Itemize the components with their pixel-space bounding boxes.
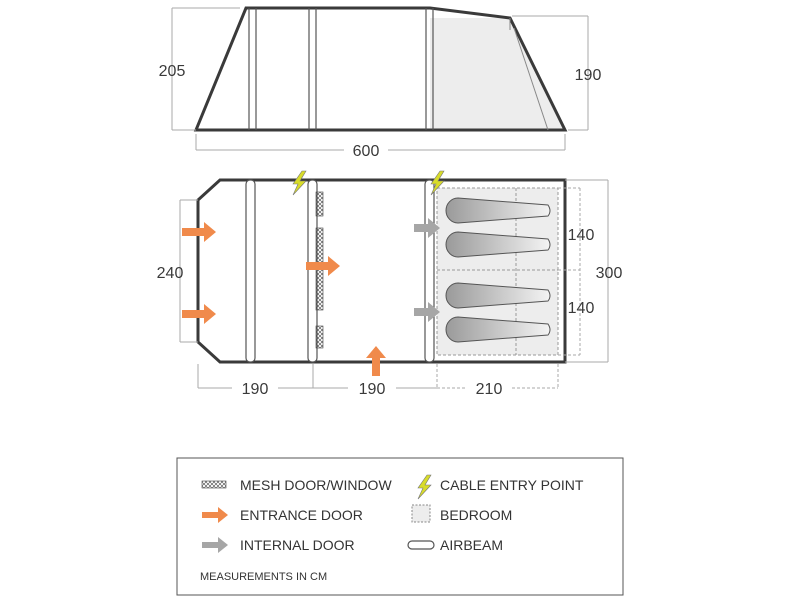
lightning-bolt-icon: [417, 474, 432, 500]
airbeam: [424, 179, 435, 363]
mesh-icon: [201, 480, 227, 489]
lightning-bolt-icon: [292, 170, 307, 196]
sleeping-bags: [445, 197, 551, 343]
bedroom-icon: [411, 504, 431, 523]
legend-box: [176, 457, 624, 596]
dim-segment-middle: 190: [359, 381, 386, 398]
internal-arrow-icon: [202, 537, 228, 553]
dim-bedroom-width-top: 140: [568, 227, 595, 244]
side-bedroom-fill: [430, 18, 565, 130]
legend-label-mesh: MESH DOOR/WINDOW: [240, 477, 392, 493]
legend-item-entrance: ENTRANCE DOOR: [202, 507, 363, 523]
airbeam: [307, 179, 318, 363]
entrance-arrow-icon: [182, 304, 216, 324]
lightning-bolt-icon: [430, 170, 445, 196]
legend-label-cable: CABLE ENTRY POINT: [440, 477, 584, 493]
dim-side-height-front: 205: [159, 63, 186, 80]
entrance-arrow-icon: [306, 256, 340, 276]
dim-segment-front: 190: [242, 381, 269, 398]
legend-label-airbeam: AIRBEAM: [440, 537, 503, 553]
mesh-panel: [315, 325, 324, 349]
legend-item-airbeam: AIRBEAM: [407, 537, 503, 553]
floor-airbeams: [245, 179, 435, 363]
entrance-arrow-icon: [366, 346, 386, 376]
legend-note: MEASUREMENTS IN CM: [200, 571, 327, 583]
legend-label-entrance: ENTRANCE DOOR: [240, 507, 363, 523]
internal-doors: [414, 218, 440, 322]
side-outline: [193, 6, 568, 132]
sleeping-bag: [445, 282, 551, 309]
airbeam: [245, 179, 256, 363]
dim-overall-length: 600: [353, 143, 380, 160]
dim-side-height-rear: 190: [575, 67, 602, 84]
legend-item-cable: CABLE ENTRY POINT: [417, 474, 584, 500]
dim-bedroom-width-bottom: 140: [568, 300, 595, 317]
sleeping-bag: [445, 316, 551, 343]
cable-entry-points: [292, 170, 445, 196]
side-airbeams: [248, 8, 434, 130]
internal-arrow-icon: [414, 218, 440, 238]
internal-arrow-icon: [414, 302, 440, 322]
dim-overall-width: 300: [596, 265, 623, 282]
side-bedroom-slope: [513, 27, 549, 131]
airbeam-icon: [407, 540, 435, 550]
legend-item-mesh: MESH DOOR/WINDOW: [201, 477, 392, 493]
entrance-arrow-icon: [182, 222, 216, 242]
sleeping-bag: [445, 197, 551, 224]
sleeping-bag: [445, 231, 551, 258]
legend-label-bedroom: BEDROOM: [440, 507, 512, 523]
legend: MESH DOOR/WINDOW ENTRANCE DOOR INTERNAL …: [176, 457, 624, 596]
entrance-arrow-icon: [202, 507, 228, 523]
legend-item-bedroom: BEDROOM: [411, 504, 512, 523]
side-elevation: 205 190 600: [159, 6, 602, 160]
entrance-doors: [182, 222, 386, 376]
legend-label-internal: INTERNAL DOOR: [240, 537, 355, 553]
dim-floor-width: 240: [157, 265, 184, 282]
floor-plan: 240 300 140 140 190 190 210: [157, 170, 623, 398]
dim-segment-bedroom: 210: [476, 381, 503, 398]
mesh-panel: [315, 191, 324, 217]
legend-item-internal: INTERNAL DOOR: [202, 537, 355, 553]
